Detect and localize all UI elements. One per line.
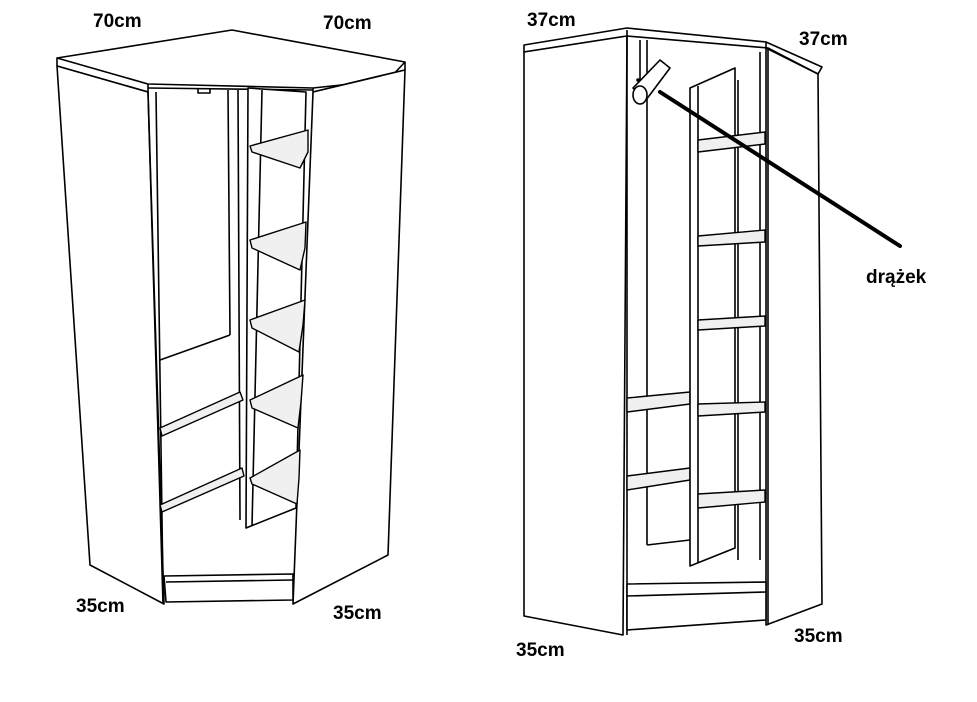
left-top-right-dim: 70cm [323,13,372,34]
left-bottom-left-dim: 35cm [76,596,125,617]
rod-bracket [632,59,671,105]
left-top-panel [56,29,406,89]
rod-label: drążek [866,267,927,288]
right-bottom-right-dim: 35cm [794,626,843,647]
right-plinth [626,581,767,631]
right-right-side-panel [765,47,823,626]
right-door [689,67,736,567]
left-wardrobe [56,29,406,605]
left-side-panel [56,65,165,605]
right-wardrobe [523,27,902,636]
right-top-left-dim: 37cm [527,10,576,31]
rod-leader-line [658,90,902,248]
right-bottom-left-dim: 35cm [516,640,565,661]
right-side-panel [292,69,406,605]
right-left-side-panel [523,35,628,636]
right-top-right-dim: 37cm [799,29,848,50]
left-plinth [163,573,294,603]
left-bottom-right-dim: 35cm [333,603,382,624]
left-top-left-dim: 70cm [93,11,142,32]
